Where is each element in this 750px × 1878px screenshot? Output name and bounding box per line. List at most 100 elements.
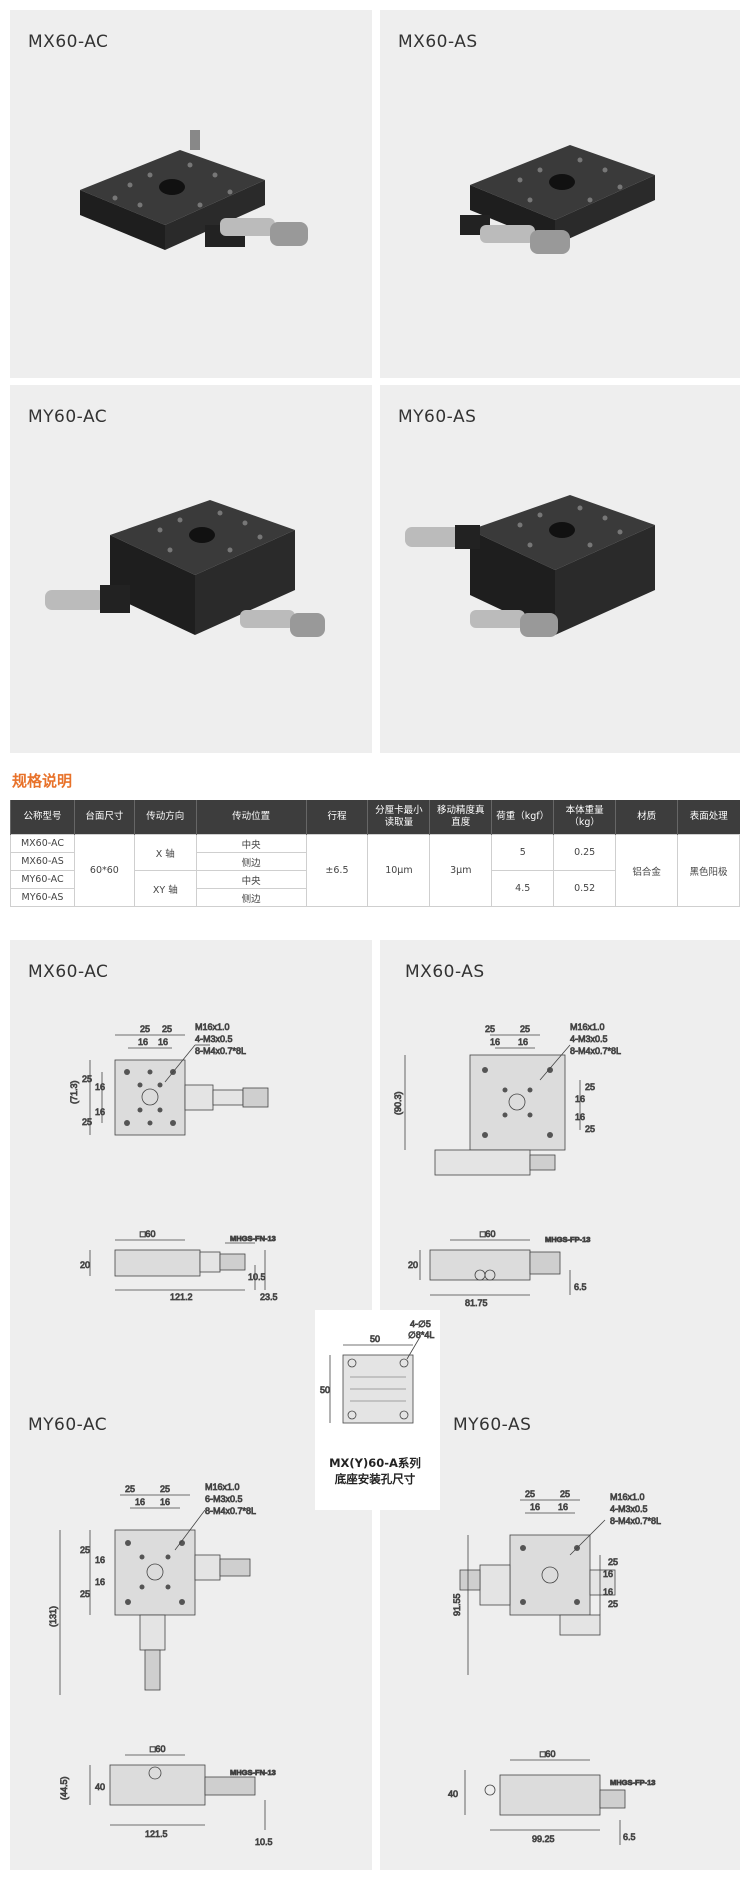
dim-label: 25 — [82, 1074, 92, 1084]
photo-title: MX60-AS — [398, 32, 478, 52]
table-cell: MX60-AS — [10, 852, 75, 871]
dim-label: 16 — [158, 1037, 168, 1047]
table-cell: XY 轴 — [133, 870, 197, 907]
table-cell: ±6.5 — [305, 834, 369, 907]
table-cell: X 轴 — [133, 834, 197, 871]
spec-table: 公称型号 台面尺寸 传动方向 传动位置 行程 分厘卡最小读取量 移动精度真直度 … — [10, 800, 740, 907]
dim-label: 25 — [162, 1024, 172, 1034]
dim-label: 25 — [525, 1489, 535, 1499]
dim-label: 23.5 — [260, 1292, 278, 1302]
dim-label: 16 — [95, 1577, 105, 1587]
dim-label: 25 — [608, 1599, 618, 1609]
dim-label: 25 — [80, 1545, 90, 1555]
dim-label: 16 — [135, 1497, 145, 1507]
table-cell: MY60-AC — [10, 870, 75, 889]
table-cell: 4.5 — [491, 870, 555, 907]
dim-label: 25 — [160, 1484, 170, 1494]
dim-label: 6-M3x0.5 — [205, 1494, 243, 1504]
dim-label: 25 — [608, 1557, 618, 1567]
dim-label: 16 — [518, 1037, 528, 1047]
table-header: 台面尺寸 — [73, 800, 135, 835]
dim-label: 8-M4x0.7*8L — [205, 1506, 256, 1516]
photo-panel-my60-ac: MY60-AC — [10, 385, 372, 753]
dim-label: 4-M3x0.5 — [195, 1034, 233, 1044]
dim-label: 16 — [490, 1037, 500, 1047]
dim-label: 6.5 — [574, 1282, 587, 1292]
technical-drawing-mx60-ac: 25 25 16 16 M16x1.0 4-M3x0.5 8-M4x0.7*8L… — [69, 1022, 278, 1303]
dim-label: 20 — [80, 1260, 90, 1270]
dim-label: □60 — [540, 1749, 555, 1759]
table-header: 材质 — [615, 800, 678, 835]
drawing-title: MX60-AC — [28, 962, 109, 982]
photo-panel-mx60-ac: MX60-AC — [10, 10, 372, 378]
dim-label: 4-M3x0.5 — [610, 1504, 648, 1514]
dim-label: 16 — [603, 1569, 613, 1579]
technical-drawing-mx60-as: 25 25 16 16 M16x1.0 4-M3x0.5 8-M4x0.7*8L… — [393, 1022, 622, 1309]
dim-label: 25 — [520, 1024, 530, 1034]
dim-label: ∅8*4L — [408, 1330, 434, 1340]
dim-label: □60 — [140, 1229, 155, 1239]
dim-label: 16 — [558, 1502, 568, 1512]
table-row: MX60-AC 60*60 X 轴 中央 ±6.5 10μm 3μm 5 0.2… — [10, 834, 740, 907]
dim-label: 25 — [140, 1024, 150, 1034]
dim-label: 10.5 — [248, 1272, 266, 1282]
table-cell: 0.52 — [553, 870, 617, 907]
dim-label: 121.2 — [170, 1292, 193, 1302]
table-cell: 黑色阳极 — [677, 834, 740, 907]
dim-label: 16 — [575, 1112, 585, 1122]
table-cell: 3μm — [429, 834, 493, 907]
dim-label: 16 — [530, 1502, 540, 1512]
table-cell: MX60-AC — [10, 834, 75, 853]
dim-label: 25 — [560, 1489, 570, 1499]
base-caption-line: MX(Y)60-A系列 — [329, 1456, 421, 1470]
dim-label: MHGS-FN-13 — [230, 1768, 276, 1777]
dim-label: 4-M3x0.5 — [570, 1034, 608, 1044]
stage-photo — [45, 500, 325, 637]
table-cell: 侧边 — [195, 888, 307, 907]
dim-label: 25 — [585, 1082, 595, 1092]
table-cell: 60*60 — [73, 834, 135, 907]
dim-label: 20 — [408, 1260, 418, 1270]
table-cell: 铝合金 — [615, 834, 679, 907]
dim-label: 4-∅5 — [410, 1319, 431, 1329]
dim-label: 121.5 — [145, 1829, 168, 1839]
dim-label: (131) — [48, 1606, 58, 1627]
dim-label: 50 — [370, 1334, 380, 1344]
dim-label: MHGS-FP-13 — [545, 1235, 590, 1244]
dim-label: 16 — [160, 1497, 170, 1507]
table-header: 传动方向 — [133, 800, 197, 835]
section-title: 规格说明 — [12, 772, 73, 790]
base-caption: MX(Y)60-A系列 底座安装孔尺寸 — [325, 1455, 425, 1487]
dim-label: 40 — [448, 1789, 458, 1799]
base-caption-line: 底座安装孔尺寸 — [334, 1472, 416, 1486]
table-header: 行程 — [305, 800, 368, 835]
dim-label: 25 — [82, 1117, 92, 1127]
table-header-row: 公称型号 台面尺寸 传动方向 传动位置 行程 分厘卡最小读取量 移动精度真直度 … — [10, 800, 740, 835]
table-row: MY60-AS 侧边 — [10, 888, 740, 907]
dim-label: 91.55 — [452, 1593, 462, 1616]
technical-drawing-my60-as: 25 25 16 16 M16x1.0 4-M3x0.5 8-M4x0.7*8L… — [448, 1489, 661, 1845]
dim-label: MHGS-FN-13 — [230, 1234, 276, 1243]
table-cell: 10μm — [367, 834, 431, 907]
drawing-title: MY60-AC — [28, 1415, 108, 1435]
drawing-title: MY60-AS — [453, 1415, 532, 1435]
dim-label: 16 — [95, 1082, 105, 1092]
dim-label: 50 — [320, 1385, 330, 1395]
table-header: 荷重（kgf） — [491, 800, 554, 835]
dim-label: 40 — [95, 1782, 105, 1792]
dim-label: 16 — [95, 1107, 105, 1117]
dim-label: M16x1.0 — [610, 1492, 645, 1502]
dim-label: 81.75 — [465, 1298, 488, 1308]
table-header: 公称型号 — [10, 800, 75, 835]
dim-label: 25 — [125, 1484, 135, 1494]
stage-photo — [460, 145, 655, 254]
table-cell: 0.25 — [553, 834, 617, 871]
dim-label: 99.25 — [532, 1834, 555, 1844]
dim-label: 16 — [575, 1094, 585, 1104]
dim-label: 16 — [95, 1555, 105, 1565]
dim-label: 25 — [585, 1124, 595, 1134]
photo-panel-mx60-as: MX60-AS — [380, 10, 740, 378]
table-cell: 中央 — [195, 870, 307, 889]
table-header: 表面处理 — [677, 800, 740, 835]
dim-label: (90.3) — [393, 1091, 403, 1115]
